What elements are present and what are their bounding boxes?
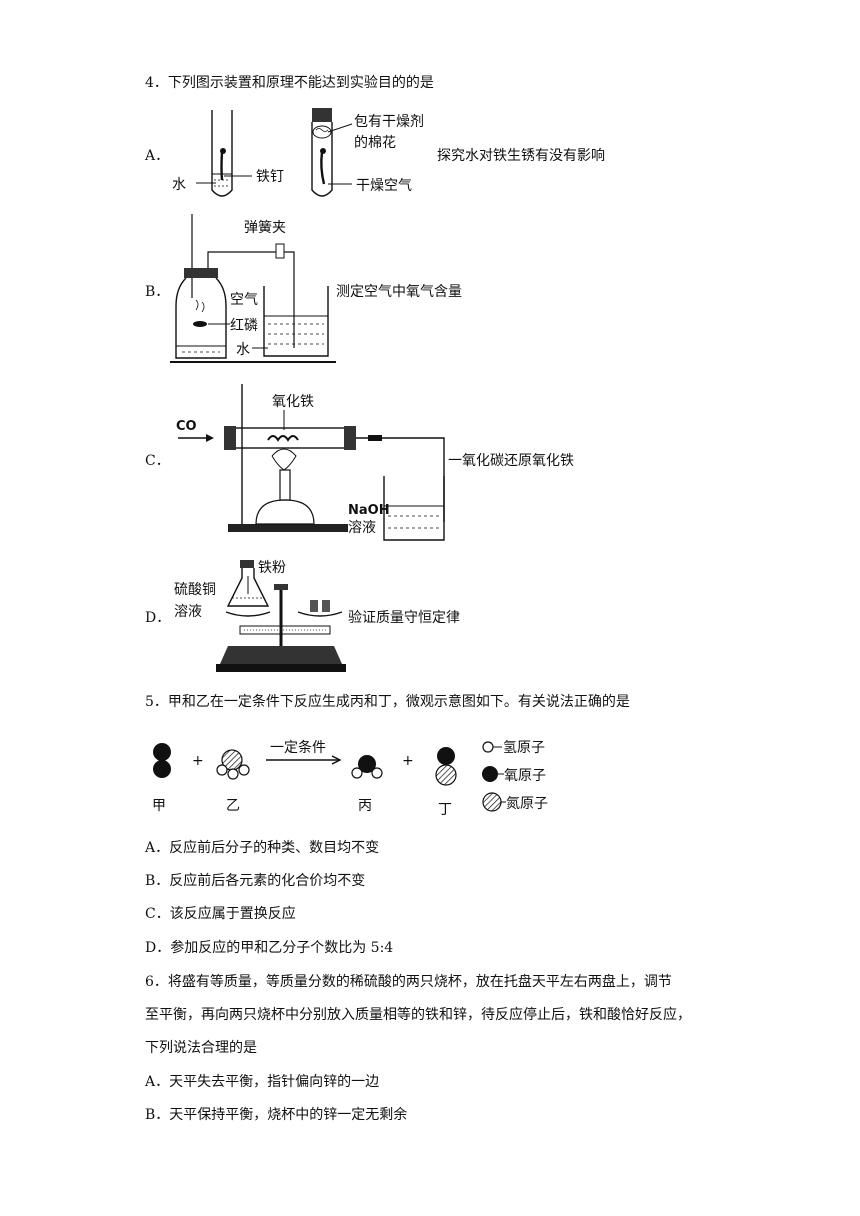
q6-stem-line-3: 下列说法合理的是	[145, 1040, 257, 1056]
q4-option-d-figure: 铁粉 硫酸铜 溶液	[174, 560, 346, 672]
oxygen-atom	[437, 747, 455, 765]
hydrogen-atom	[371, 767, 383, 779]
hydrogen-atom	[238, 764, 250, 776]
q4-option-a-letter: A．	[145, 148, 170, 164]
legend-nitrogen: 氮原子	[506, 796, 548, 812]
name-bing: 丙	[358, 798, 372, 814]
reaction-condition: 一定条件	[270, 739, 326, 756]
label-cotton-2: 的棉花	[354, 134, 396, 151]
q5-option-b: B．反应前后各元素的化合价均不变	[145, 873, 366, 889]
legend-oxygen: 氧原子	[504, 768, 546, 784]
name-ding: 丁	[438, 802, 452, 818]
label-cuso4-2: 溶液	[174, 604, 202, 620]
oxygen-atom	[153, 760, 171, 778]
q4-option-a-figure: 水 铁钉 包有干燥剂 的棉花 干燥空气	[172, 108, 424, 197]
name-jia: 甲	[152, 798, 166, 814]
q4-option-b-letter: B．	[145, 284, 170, 300]
legend-hydrogen: 氢原子	[503, 740, 545, 756]
hydrogen-atom	[227, 768, 239, 780]
label-cotton-1: 包有干燥剂	[354, 114, 424, 130]
legend-nitrogen-symbol	[482, 792, 502, 812]
label-fe2o3: 氧化铁	[272, 394, 314, 410]
q5-option-d: D．参加反应的甲和乙分子个数比为 5:4	[145, 940, 394, 956]
q4-option-d-purpose: 验证质量守恒定律	[348, 610, 460, 626]
nitrogen-atom	[435, 764, 457, 786]
name-yi: 乙	[226, 798, 240, 814]
plus-sign-1: +	[192, 753, 204, 769]
q6-option-b: B．天平保持平衡，烧杯中的锌一定无剩余	[145, 1107, 408, 1123]
label-red-p: 红磷	[230, 318, 258, 334]
q6-stem-line-2: 至平衡，再向两只烧杯中分别放入质量相等的铁和锌，待反应停止后，铁和酸恰好反应，	[145, 1007, 691, 1023]
label-nail: 铁钉	[256, 169, 284, 185]
q4-option-d-letter: D．	[145, 610, 171, 626]
q4-option-c-letter: C．	[145, 453, 170, 469]
q4-option-b-figure: 空气 红磷 弹簧夹 水	[170, 214, 336, 363]
q4-option-c-purpose: 一氧化碳还原氧化铁	[448, 453, 574, 469]
hydrogen-atom	[216, 764, 228, 776]
q4-option-b-purpose: 测定空气中氧气含量	[336, 284, 462, 300]
label-water: 水	[172, 177, 186, 193]
q4-option-a-purpose: 探究水对铁生锈有没有影响	[437, 148, 605, 164]
label-water-b: 水	[236, 342, 250, 358]
q5-option-a: A．反应前后分子的种类、数目均不变	[145, 840, 380, 856]
oxygen-atom	[153, 743, 171, 761]
label-naoh-2: 溶液	[348, 520, 376, 536]
legend-oxygen-symbol	[482, 766, 498, 782]
label-clamp: 弹簧夹	[244, 220, 286, 236]
legend-hydrogen-symbol	[482, 741, 494, 753]
label-naoh-1: NaOH	[348, 503, 390, 518]
q5-option-c: C．该反应属于置换反应	[145, 906, 296, 922]
plus-sign-2: +	[402, 753, 414, 769]
q4-stem: 4．下列图示装置和原理不能达到实验目的的是	[145, 75, 434, 91]
label-cuso4-1: 硫酸铜	[174, 582, 216, 598]
q6-stem-line-1: 6．将盛有等质量，等质量分数的稀硫酸的两只烧杯，放在托盘天平左右两盘上，调节	[145, 974, 672, 990]
q5-reaction-diagram: + 一定条件 + 甲 乙 丙 丁 氢原子 氧原子 氮原子	[152, 739, 548, 818]
label-dry-air: 干燥空气	[356, 178, 412, 194]
label-air: 空气	[230, 292, 258, 308]
q5-stem: 5．甲和乙在一定条件下反应生成丙和丁，微观示意图如下。有关说法正确的是	[145, 694, 630, 710]
oxygen-atom	[358, 755, 376, 773]
hydrogen-atom	[351, 767, 363, 779]
label-iron-powder: 铁粉	[258, 560, 286, 576]
label-co: CO	[176, 419, 197, 434]
q6-option-a: A．天平失去平衡，指针偏向锌的一边	[145, 1074, 380, 1090]
q4-option-c-figure: CO 氧化铁 NaOH 溶液	[176, 384, 445, 541]
